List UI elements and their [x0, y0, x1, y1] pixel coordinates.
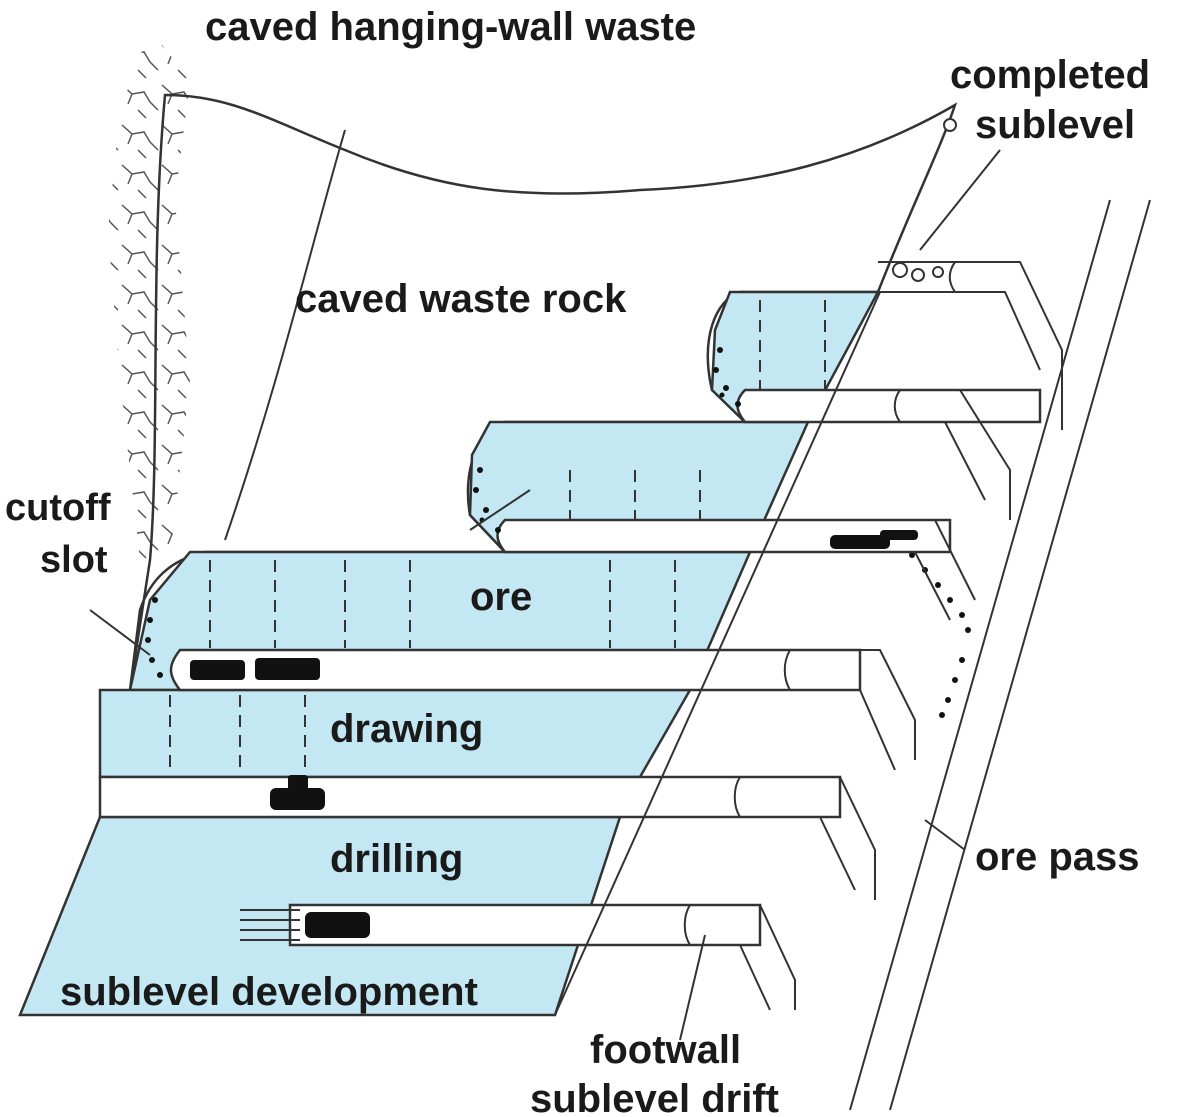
- label-sublevel-drift: sublevel drift: [530, 1077, 779, 1117]
- label-caved-waste-rock: caved waste rock: [295, 277, 627, 321]
- jumbo-drill-icon: [305, 912, 370, 938]
- drift-band-drawing: [98, 775, 842, 819]
- drill-rig-icon: [190, 660, 245, 680]
- label-completed: completed: [950, 53, 1150, 97]
- loader-icon: [270, 788, 325, 810]
- label-drawing: drawing: [330, 707, 483, 751]
- leader-lines: [89, 149, 1001, 1041]
- equipment: [190, 530, 918, 938]
- ore-pass: [849, 199, 1151, 1111]
- label-sublevel-development: sublevel development: [60, 970, 478, 1014]
- completed-sublevel-rubble: [892, 118, 957, 282]
- caved-waste-rock-area: [128, 93, 958, 691]
- hanging-wall-boundary: [224, 129, 346, 541]
- blasted-ore-dots: [145, 347, 971, 718]
- label-drilling: drilling: [330, 837, 463, 881]
- label-footwall: footwall: [590, 1028, 741, 1072]
- label-cutoff: cutoff: [5, 487, 111, 529]
- footwall-access-drifts: [550, 261, 1063, 1011]
- lhd-loader-icon: [830, 535, 890, 549]
- label-slot: slot: [40, 539, 108, 581]
- drill-fans: [169, 300, 826, 775]
- hanging-wall-fractures: [108, 30, 190, 560]
- label-sublevel: sublevel: [975, 103, 1135, 147]
- drift-band-top: [736, 388, 1042, 424]
- label-ore-pass: ore pass: [975, 835, 1140, 879]
- label-caved-hanging-wall-waste: caved hanging-wall waste: [205, 5, 696, 49]
- drill-booms: [240, 909, 300, 941]
- footwall-contact-line: [554, 291, 881, 1016]
- truck-icon: [255, 658, 320, 680]
- label-ore: ore: [470, 575, 532, 619]
